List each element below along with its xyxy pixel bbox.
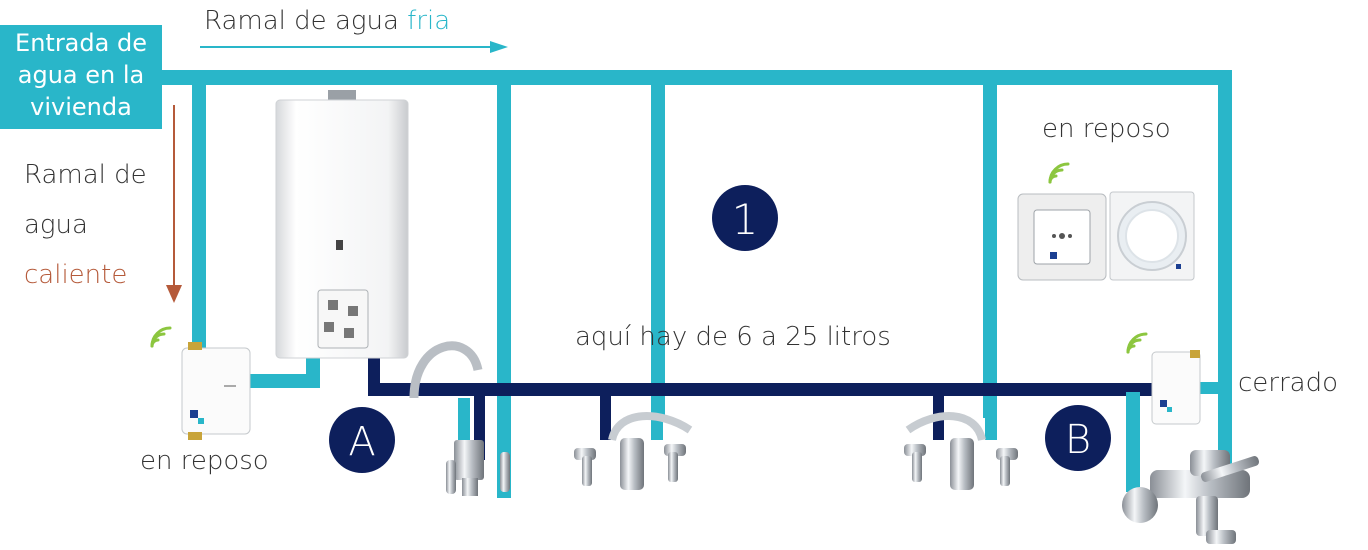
basin1-hot-feed [600,390,611,440]
shower-hot-feed [1126,392,1140,492]
volume-note: aquí hay de 6 a 25 litros [575,322,891,352]
wifi-signal-icon [150,326,172,348]
cold-to-heater-h [248,374,320,388]
marker-a-label: A [348,419,375,465]
cold-branch-highlight: fria [407,6,451,36]
water-inlet-label: Entrada de agua en la vivienda [0,25,162,129]
cold-drop-3 [651,78,665,418]
marker-b-label: B [1065,417,1091,463]
cold-main-horizontal [150,70,1232,85]
cold-drop-1 [192,78,206,378]
status-top-right: en reposo [1042,114,1171,144]
shutoff-valve-right-icon [1151,350,1201,425]
water-heater-icon [275,90,409,359]
kitchen-faucet-icon [409,341,510,496]
hot-water-pipes [368,355,1158,460]
shutoff-valve-left-icon [181,342,251,440]
hot-branch-line-2: agua [24,210,88,240]
wall-switch-icon [1017,191,1195,281]
basin2-cold-feed [985,400,997,440]
down-arrow-icon [166,105,182,303]
kitchen-hot-feed [474,390,485,460]
wifi-signal-icon [1126,332,1148,354]
hot-branch-line-3: caliente [24,260,128,290]
wifi-signal-icon [1048,162,1070,184]
cold-branch-prefix: Ramal de agua [204,6,408,36]
cold-water-pipes [150,70,1232,498]
marker-1-label: 1 [732,195,759,244]
marker-b: B [1045,405,1111,471]
cold-branch-label: Ramal de agua fria [204,6,450,36]
cold-drop-5 [1218,70,1232,460]
cold-drop-4 [983,78,997,418]
hot-main-horizontal [368,383,1158,396]
cold-to-heater-v [306,355,320,388]
status-right: cerrado [1238,368,1339,398]
marker-a: A [329,407,395,473]
hot-branch-label: Ramal de agua caliente [24,150,147,300]
water-inlet-line-3: vivienda [30,93,132,121]
marker-1: 1 [712,185,778,251]
right-arrow-icon [200,41,508,53]
cold-valve-stub [1198,382,1228,394]
status-left: en reposo [140,446,269,476]
water-inlet-line-1: Entrada de [15,29,147,57]
basin-faucet-icon [904,412,1018,490]
basin-faucet-icon [574,412,693,490]
water-inlet-line-2: agua en la [17,61,145,89]
shower-mixer-icon [1122,450,1260,544]
hot-branch-line-1: Ramal de [24,160,147,190]
cold-drop-2 [497,78,511,498]
